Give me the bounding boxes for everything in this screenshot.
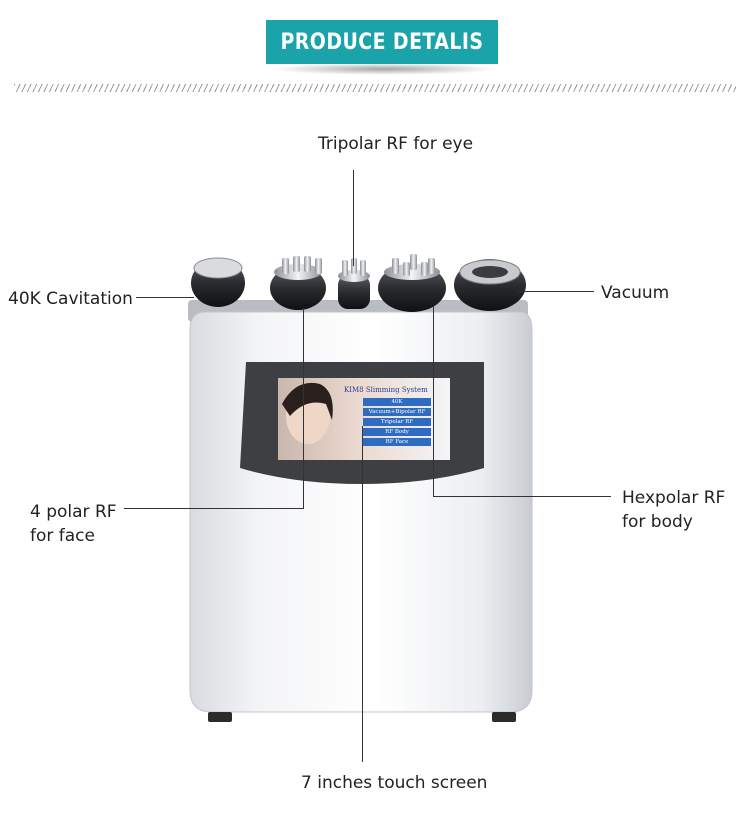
tripolar-leader-line	[353, 170, 354, 266]
foot-left	[208, 712, 232, 722]
label-hexpolar-line2: for body	[622, 512, 693, 532]
cavitation-leader-line	[136, 297, 194, 298]
screen-menu-item[interactable]: Vacuum+Bipolar RF	[363, 408, 431, 416]
screen-menu-item[interactable]: Tripolar RF	[363, 418, 431, 426]
label-cavitation: 40K Cavitation	[8, 289, 133, 309]
fourpolar-leader-horizontal	[124, 508, 304, 509]
hatched-divider	[14, 84, 736, 92]
screen-title: KIM8 Slimming System	[344, 386, 428, 394]
tripolar-head	[338, 275, 370, 309]
screen-menu-item[interactable]: RF Body	[363, 428, 431, 436]
hexpolar-leader-vertical	[433, 306, 434, 496]
label-fourpolar-line1: 4 polar RF	[30, 502, 117, 522]
vacuum-leader-line	[518, 291, 594, 292]
header-banner: PRODUCE DETALIS	[266, 20, 498, 64]
label-fourpolar-line2: for face	[30, 526, 95, 546]
label-vacuum: Vacuum	[601, 283, 670, 303]
screen-menu: 40K Vacuum+Bipolar RF Tripolar RF RF Bod…	[363, 398, 431, 448]
foot-right	[492, 712, 516, 722]
label-screen: 7 inches touch screen	[301, 773, 488, 793]
label-hexpolar-line1: Hexpolar RF	[622, 488, 726, 508]
screen-leader-line	[362, 426, 363, 762]
label-tripolar: Tripolar RF for eye	[318, 134, 474, 154]
banner-shadow	[270, 63, 498, 75]
screen-menu-item[interactable]: RF Face	[363, 438, 431, 446]
screen-menu-item[interactable]: 40K	[363, 398, 431, 406]
header-title: PRODUCE DETALIS	[280, 29, 484, 55]
fourpolar-leader-vertical	[303, 308, 304, 508]
hexpolar-leader-horizontal	[433, 496, 611, 497]
